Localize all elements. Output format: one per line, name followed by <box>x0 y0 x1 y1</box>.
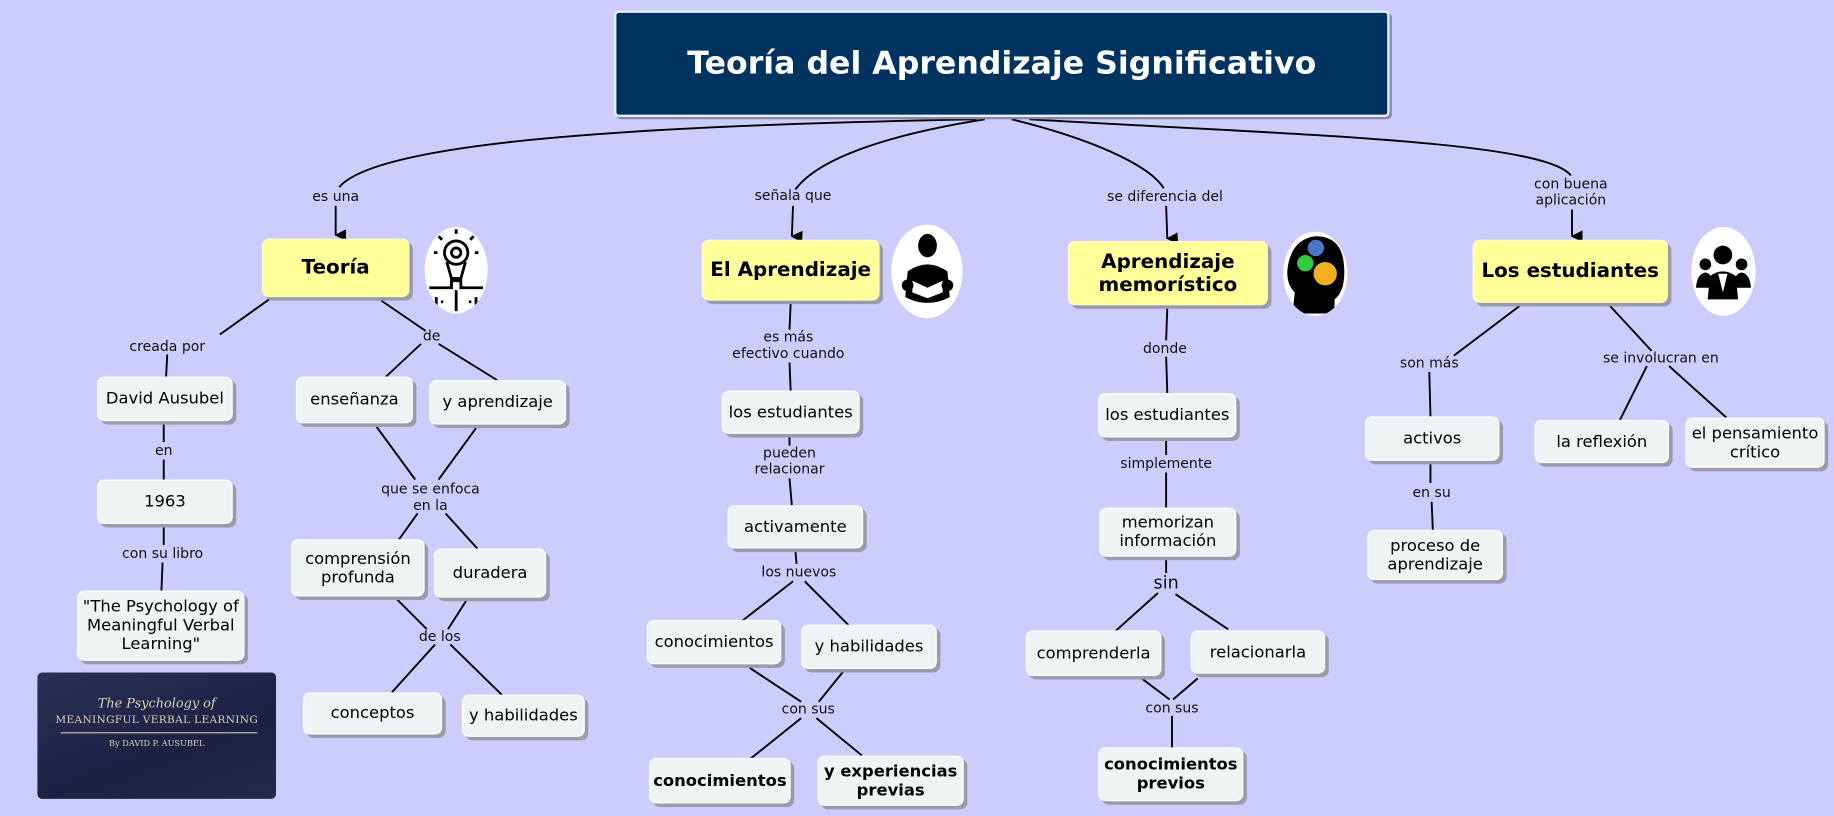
book-cover-line: By DAVID P. AUSUBEL <box>109 739 205 749</box>
link-label: donde <box>1142 340 1187 357</box>
concept-comprension-profunda[interactable]: comprensión profunda <box>291 539 425 597</box>
concept-el-aprendizaje[interactable]: El Aprendizaje <box>701 239 880 301</box>
head-gears-icon <box>1283 231 1348 316</box>
link-label: simplemente <box>1120 454 1212 472</box>
link-label: creada por <box>129 338 206 355</box>
link-label: con su libro <box>122 545 204 562</box>
link-title-senala <box>794 118 985 191</box>
link-label: se diferencia del <box>1107 188 1223 205</box>
lightbulb-icon <box>424 226 488 314</box>
concept-y-aprendizaje[interactable]: y aprendizaje <box>429 380 567 425</box>
link-label: sin <box>1153 571 1179 594</box>
book-cover-line: The Psychology of <box>97 695 216 712</box>
concept-relacionarla[interactable]: relacionarla <box>1190 630 1326 674</box>
concept-y-experiencias-previas[interactable]: y experiencias previas <box>817 755 964 806</box>
concept-memorizan-informacion[interactable]: memorizan información <box>1099 507 1237 557</box>
concept-conocimientos-bold[interactable]: conocimientos <box>649 757 791 804</box>
concept-conceptos[interactable]: conceptos <box>302 692 443 735</box>
concept-proceso-de-aprendizaje[interactable]: proceso de aprendizaje <box>1367 529 1503 581</box>
concept-david-ausubel[interactable]: David Ausubel <box>97 376 233 422</box>
concept-y-habilidades-2[interactable]: y habilidades <box>801 624 937 670</box>
concept-comprenderla[interactable]: comprenderla <box>1025 630 1162 677</box>
concept-ensenanza[interactable]: enseñanza <box>295 376 413 424</box>
link-label: que se enfoca en la <box>381 480 480 514</box>
link-label: en <box>154 442 173 459</box>
link-label: son más <box>1399 354 1459 371</box>
concept-la-reflexion[interactable]: la reflexión <box>1534 419 1670 464</box>
link-title-es-una <box>338 118 977 188</box>
concept-los-estudiantes-1[interactable]: los estudiantes <box>721 390 860 434</box>
link-title-diferencia <box>1011 118 1165 189</box>
link-label: se involucran en <box>1602 349 1719 367</box>
book-cover-image: The Psychology of MEANINGFUL VERBAL LEAR… <box>37 672 277 799</box>
arrow-diferencia <box>1165 205 1179 245</box>
link-label: es más efectivo cuando <box>732 328 845 362</box>
link-label: con sus <box>1145 699 1199 716</box>
link-label: con sus <box>781 700 835 717</box>
link-label: de los <box>418 628 461 645</box>
link-label: de <box>422 327 441 344</box>
concept-aprendizaje-memoristico[interactable]: Aprendizaje memorístico <box>1067 240 1268 306</box>
arrow-senala <box>790 205 803 243</box>
map-title: Teoría del Aprendizaje Significativo <box>614 10 1390 117</box>
concept-activamente[interactable]: activamente <box>727 505 864 549</box>
concept-los-estudiantes[interactable]: Los estudiantes <box>1472 239 1668 303</box>
book-cover-rule <box>60 732 258 734</box>
group-people-icon <box>1691 226 1756 316</box>
concept-y-habilidades[interactable]: y habilidades <box>462 694 585 737</box>
concept-activos[interactable]: activos <box>1364 416 1500 461</box>
person-reading-icon <box>891 224 963 319</box>
link-label: pueden relacionar <box>754 444 825 478</box>
tree-lines <box>160 298 1728 761</box>
link-label: es una <box>312 188 360 205</box>
concept-duradera[interactable]: duradera <box>433 548 547 598</box>
book-cover-line: MEANINGFUL VERBAL LEARNING <box>55 714 259 727</box>
link-label: los nuevos <box>761 563 837 581</box>
concept-1963[interactable]: 1963 <box>97 479 233 524</box>
concept-teoria[interactable]: Teoría <box>261 238 410 298</box>
concept-conocimientos[interactable]: conocimientos <box>646 619 782 665</box>
link-label: con buena aplicación <box>1534 175 1608 209</box>
link-title-con-buena <box>1029 118 1572 177</box>
link-label: en su <box>1412 484 1451 501</box>
concept-conocimientos-previos[interactable]: conocimientos previos <box>1098 747 1244 802</box>
concept-los-estudiantes-2[interactable]: los estudiantes <box>1098 392 1237 438</box>
link-label: señala que <box>754 187 832 204</box>
concept-book-title[interactable]: "The Psychology of Meaningful Verbal Lea… <box>77 590 245 661</box>
concept-el-pensamiento-critico[interactable]: el pensamiento crítico <box>1685 417 1825 468</box>
